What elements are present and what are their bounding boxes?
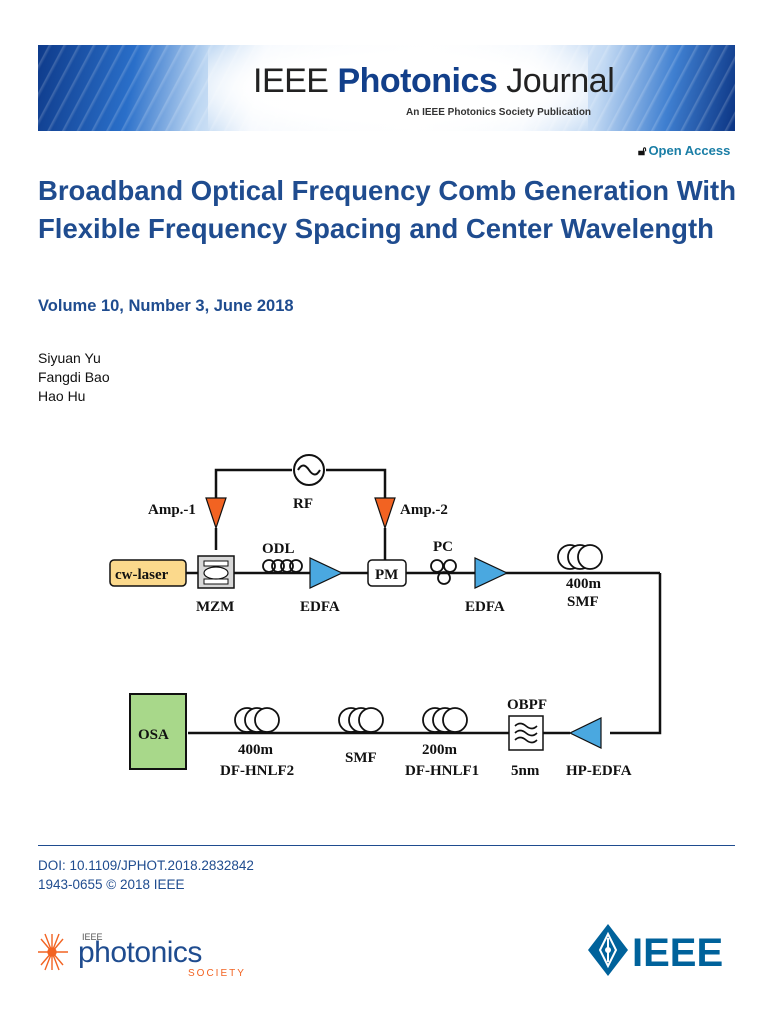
journal-banner: IEEE Photonics Journal An IEEE Photonics… — [38, 45, 735, 131]
osa-box — [129, 693, 187, 770]
obpf-bandwidth-label: 5nm — [511, 763, 540, 779]
smf-label: SMF — [567, 594, 599, 610]
hp-edfa-label: HP-EDFA — [566, 763, 632, 779]
photonics-society-logo: IEEE photonics SOCIETY — [38, 932, 246, 978]
hnlf1-length-label: 200m — [422, 742, 458, 758]
amp-1-triangle — [205, 497, 227, 530]
odl-label: ODL — [262, 541, 295, 557]
hnlf1-label: DF-HNLF1 — [405, 763, 479, 779]
smf-spool-icon — [557, 544, 603, 570]
mzm-label: MZM — [196, 599, 234, 615]
obpf-label: OBPF — [507, 697, 547, 713]
amp-2-triangle — [374, 497, 396, 530]
rf-label: RF — [293, 496, 313, 512]
author: Siyuan Yu — [38, 350, 101, 366]
doi-text[interactable]: DOI: 10.1109/JPHOT.2018.2832842 — [38, 858, 254, 873]
rf-source-icon — [293, 454, 325, 486]
footer-rule — [38, 845, 735, 846]
volume-info: Volume 10, Number 3, June 2018 — [38, 297, 294, 315]
doi-block: DOI: 10.1109/JPHOT.2018.2832842 1943-065… — [38, 856, 254, 894]
obpf-filter-icon — [508, 715, 544, 751]
mzm-modulator-icon — [197, 555, 235, 589]
cw-laser-box — [109, 559, 187, 587]
cw-laser-label: cw-laser — [115, 567, 169, 583]
logo-ieee-small: IEEE — [82, 932, 103, 942]
hnlf1-spool-icon — [422, 707, 468, 733]
pc-label: PC — [433, 539, 453, 555]
edfa-1-label: EDFA — [300, 599, 340, 615]
pm-modulator-box — [367, 559, 407, 587]
hnlf2-label: DF-HNLF2 — [220, 763, 294, 779]
open-lock-icon: 🔓︎ — [638, 143, 647, 158]
paper-title: Broadband Optical Frequency Comb Generat… — [38, 175, 737, 244]
osa-label: OSA — [138, 727, 169, 743]
amp-2-label: Amp.-2 — [400, 502, 448, 518]
logo-photonics-word: photonics — [78, 936, 202, 969]
edfa-1-triangle — [309, 557, 344, 589]
smf-2-label: SMF — [345, 750, 377, 766]
smf-2-spool-icon — [338, 707, 384, 733]
hp-edfa-triangle — [568, 717, 602, 749]
open-access-link[interactable]: 🔓︎Open Access — [638, 143, 731, 158]
hnlf2-spool-icon — [234, 707, 280, 733]
pm-label: PM — [375, 567, 398, 583]
amp-1-label: Amp.-1 — [148, 502, 196, 518]
starburst-icon — [38, 933, 68, 971]
pc-controller-icon — [430, 559, 457, 585]
journal-title: IEEE Photonics Journal — [253, 62, 615, 100]
edfa-2-triangle — [474, 557, 509, 589]
ieee-logo: IEEE — [588, 924, 723, 976]
logo-society-word: SOCIETY — [188, 968, 246, 978]
hnlf2-length-label: 400m — [238, 742, 274, 758]
ieee-wordmark: IEEE — [632, 931, 723, 975]
journal-subtitle: An IEEE Photonics Society Publication — [406, 107, 592, 118]
setup-diagram: RF Amp.-1 Amp.-2 cw-laser MZM ODL EDFA — [109, 454, 662, 779]
ieee-diamond-icon — [588, 924, 628, 976]
author: Fangdi Bao — [38, 369, 110, 385]
author: Hao Hu — [38, 388, 86, 404]
odl-coil-icon — [262, 559, 303, 573]
author-list: Siyuan Yu Fangdi Bao Hao Hu — [38, 349, 110, 406]
edfa-2-label: EDFA — [465, 599, 505, 615]
issn-copyright: 1943-0655 © 2018 IEEE — [38, 877, 185, 892]
smf-length-label: 400m — [566, 576, 602, 592]
